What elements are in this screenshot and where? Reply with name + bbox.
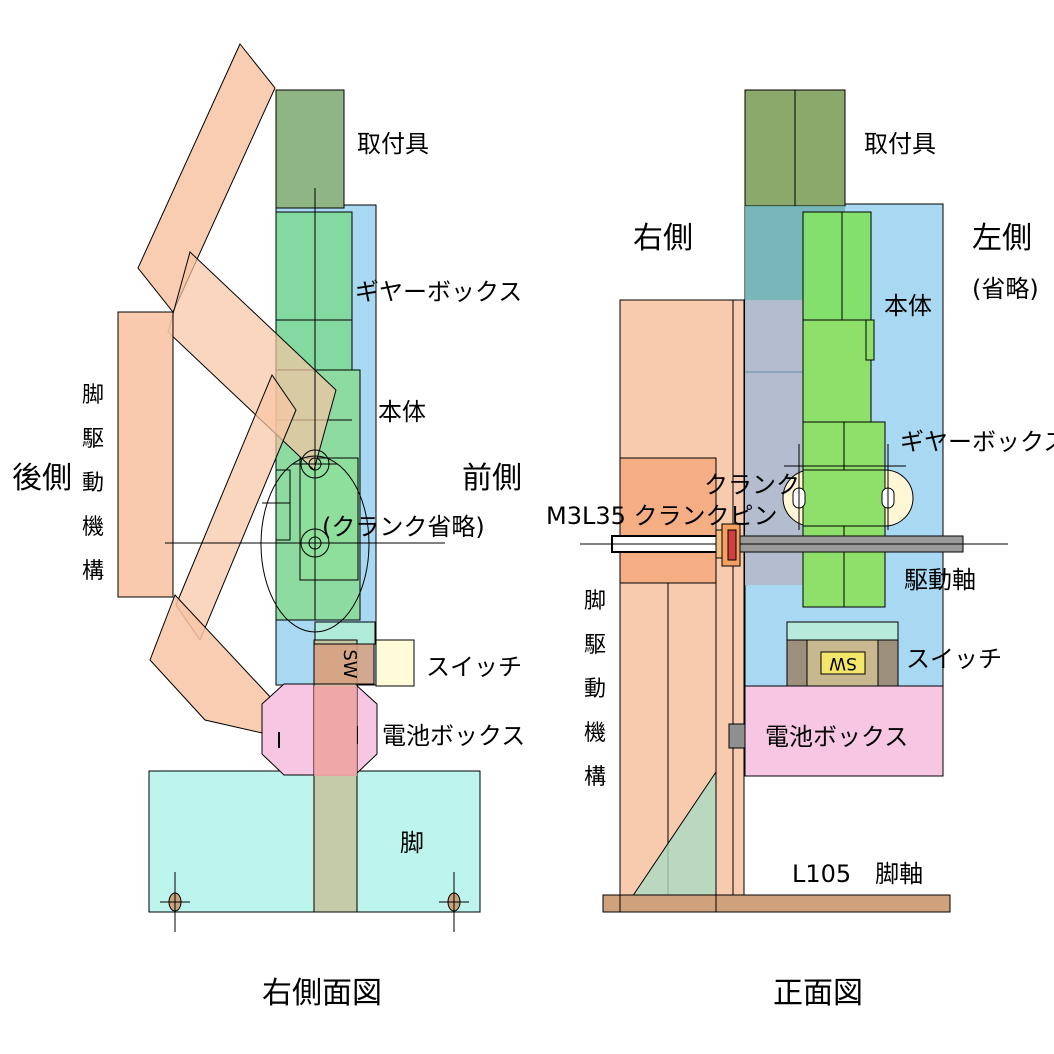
front-mech-char-3: 動 bbox=[584, 677, 606, 702]
front-switch-face bbox=[820, 651, 866, 675]
side-back-label: 後側 bbox=[12, 461, 72, 496]
side-switch-label: スイッチ bbox=[426, 653, 522, 681]
side-leg-label: 脚 bbox=[400, 829, 424, 857]
front-battery-terminal bbox=[728, 723, 746, 749]
side-view: SW 取付具 ギヤーボックス 本体 前側 後側 (クランク省略) スイッチ 電池… bbox=[12, 43, 525, 1011]
front-gearbox-top bbox=[802, 211, 872, 321]
front-mech-char-1: 脚 bbox=[584, 589, 606, 614]
side-crank-cover bbox=[275, 469, 291, 541]
side-gearbox-label: ギヤーボックス bbox=[355, 278, 522, 306]
side-mech-char-5: 構 bbox=[82, 559, 104, 584]
front-axle-label: L105 脚軸 bbox=[792, 860, 923, 888]
front-switch-mark: SW bbox=[829, 653, 857, 673]
side-gearbox bbox=[275, 211, 353, 371]
side-caption: 右側面図 bbox=[262, 976, 382, 1011]
side-switch-mark: SW bbox=[339, 649, 360, 678]
side-mount bbox=[275, 89, 345, 209]
side-switch-knob bbox=[375, 639, 415, 687]
side-mechanism-plate bbox=[117, 311, 174, 598]
front-crank-label: クランク bbox=[704, 471, 800, 499]
front-pin-label: M3L35 クランクピン bbox=[546, 502, 778, 530]
side-shaft-pink bbox=[314, 686, 357, 776]
front-mechanism-plate bbox=[619, 299, 745, 913]
side-mech-char-3: 動 bbox=[82, 471, 104, 496]
front-drive-shaft-label: 駆動軸 bbox=[904, 566, 976, 594]
front-mount-label: 取付具 bbox=[864, 130, 936, 158]
front-battery-label: 電池ボックス bbox=[765, 723, 908, 751]
front-leg-axle bbox=[602, 894, 951, 913]
front-gearbox-mid bbox=[802, 319, 872, 423]
front-battery-box bbox=[744, 685, 944, 777]
front-mech-char-4: 機 bbox=[584, 721, 606, 746]
side-mech-char-1: 脚 bbox=[82, 383, 104, 408]
front-crank-block bbox=[619, 457, 717, 584]
side-gear-housing bbox=[299, 457, 359, 581]
side-crank-note: (クランク省略) bbox=[322, 513, 485, 541]
front-left-note: (省略) bbox=[972, 275, 1039, 303]
front-mech-char-2: 駆 bbox=[584, 633, 606, 658]
side-mount-label: 取付具 bbox=[357, 130, 429, 158]
front-left-label: 左側 bbox=[972, 221, 1032, 256]
side-mech-char-4: 機 bbox=[82, 515, 104, 540]
side-battery-label: 電池ボックス bbox=[382, 722, 525, 750]
side-front-label: 前側 bbox=[462, 461, 522, 496]
front-body-label: 本体 bbox=[884, 292, 932, 320]
front-switch-top bbox=[786, 621, 899, 641]
front-right-label: 右側 bbox=[633, 221, 693, 256]
front-mech-char-5: 構 bbox=[584, 765, 606, 790]
front-switch-label: スイッチ bbox=[906, 645, 1002, 673]
front-caption: 正面図 bbox=[773, 976, 863, 1011]
side-mech-char-2: 駆 bbox=[82, 427, 104, 452]
front-gearbox-label: ギヤーボックス bbox=[900, 428, 1054, 456]
side-body-label: 本体 bbox=[378, 398, 426, 426]
side-switch-face bbox=[313, 643, 375, 685]
front-view: SW 取付具 右側 左側 (省略) 本体 ギヤーボックス クランク M3L35 … bbox=[546, 89, 1054, 1011]
